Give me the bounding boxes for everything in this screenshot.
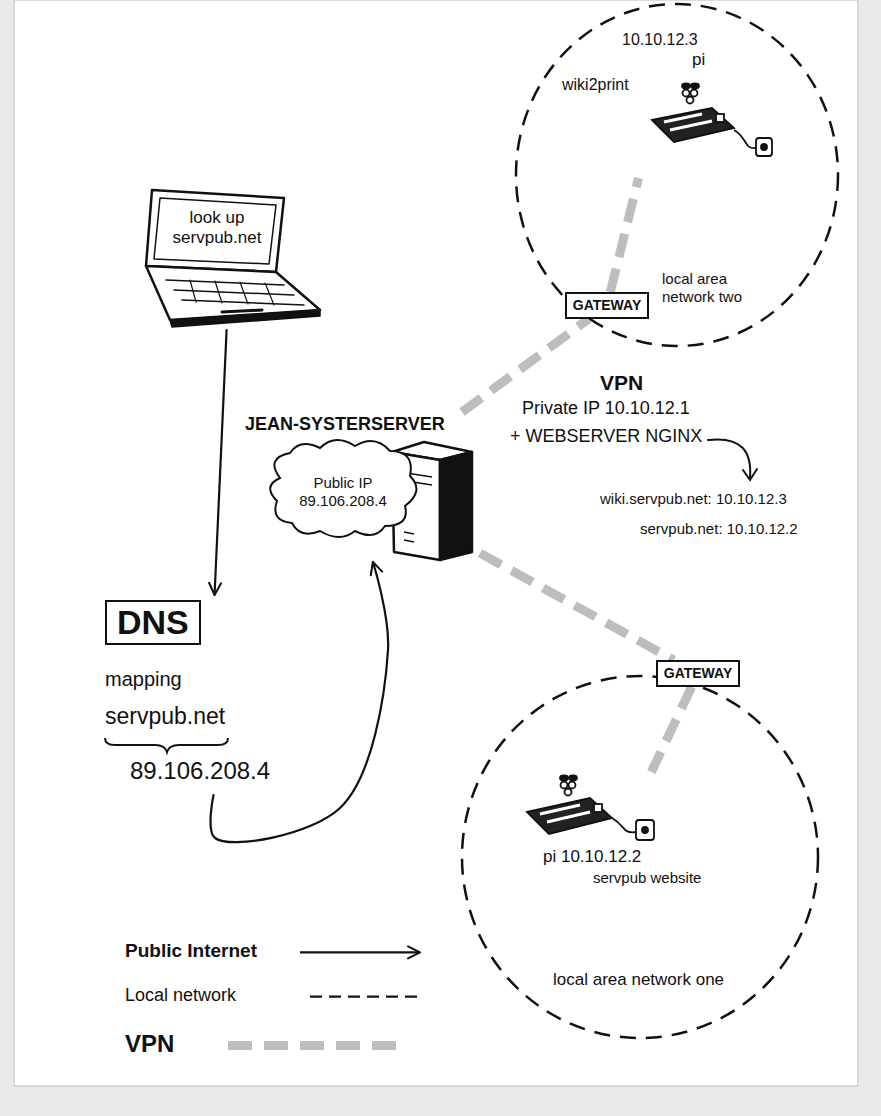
device-name: pi <box>692 50 705 70</box>
power-socket <box>636 820 654 840</box>
legend-sample <box>228 1041 400 1050</box>
logo-berry <box>561 782 568 789</box>
service-name: servpub website <box>593 869 701 887</box>
socket-hole <box>761 144 767 150</box>
laptop: look up servpub.net <box>140 180 320 330</box>
power-socket <box>756 138 772 156</box>
logo-berry <box>687 97 694 104</box>
board-port <box>594 804 602 812</box>
laptop-screen <box>146 190 284 272</box>
device-ip: pi 10.10.12.2 <box>543 847 641 867</box>
circuit-board <box>527 798 612 834</box>
tower-side <box>440 452 472 560</box>
note-label: Private IP 10.10.12.1 <box>522 398 690 420</box>
arrow-head <box>743 469 757 480</box>
dashed-boundary <box>516 4 838 346</box>
legend-sample <box>300 951 420 953</box>
screen-bezel <box>154 198 276 264</box>
logo-leaf <box>691 84 699 89</box>
logo-leaf <box>560 776 568 781</box>
lan-circle: local area network two 10.10.12.3pi wiki2p… <box>512 0 842 350</box>
dns-caption: mapping <box>105 667 182 691</box>
lan-name: local area network one <box>553 970 724 990</box>
gateway-label: GATEWAY <box>664 665 732 682</box>
public-ip: Public IP 89.106.208.4 <box>288 474 398 510</box>
screen-text: look up servpub.net <box>162 208 272 249</box>
vpn-link <box>480 553 674 660</box>
lan-name: local area network two <box>662 270 777 306</box>
logo-berry <box>691 90 698 97</box>
board-port <box>716 114 724 122</box>
laptop-drawing <box>146 190 320 327</box>
paper-sheet <box>14 0 858 1086</box>
legend-text: Public Internet <box>125 940 257 963</box>
gateway-box: GATEWAY <box>656 660 740 687</box>
pi-board-drawing <box>652 84 772 157</box>
lan-circle: local area network oneGATEWAYpi 10.10.12… <box>458 672 822 1042</box>
gateway-box: GATEWAY <box>565 292 649 319</box>
vpn-link <box>610 178 638 292</box>
laptop-edge <box>170 310 320 327</box>
connectors <box>211 178 692 842</box>
brace <box>105 738 228 752</box>
pi-board-drawing <box>527 776 654 841</box>
note-label: VPN <box>600 370 643 395</box>
vpn-link <box>651 687 691 772</box>
domain-name: servpub.net <box>105 703 225 731</box>
keyboard-keys <box>190 280 274 305</box>
dashed-boundary <box>462 676 818 1038</box>
socket-hole <box>642 827 648 833</box>
power-cable <box>612 818 636 832</box>
raspberry-pi: pi 10.10.12.2 servpub website <box>513 772 733 892</box>
logo-berry <box>569 782 576 789</box>
dns-block: DNS mapping servpub.net 89.106.208.4 <box>100 595 320 795</box>
service-name: wiki2print <box>562 75 629 94</box>
legend-sample <box>310 996 420 998</box>
note-label: + WEBSERVER NGINX <box>510 426 702 448</box>
logo-leaf <box>682 84 690 89</box>
internet-arrow <box>215 330 227 595</box>
logo-leaf <box>569 776 577 781</box>
server: JEAN-SYSTERSERVER Public IP 89.106.208.4 <box>240 412 480 562</box>
gateway-label: GATEWAY <box>573 297 641 314</box>
board-parts <box>664 114 712 130</box>
legend-text: Local network <box>125 985 236 1007</box>
raspberry-pi: 10.10.12.3pi wiki2print <box>557 28 757 178</box>
note-label: wiki.servpub.net: 10.10.12.3 <box>600 490 787 508</box>
webserver-arrow <box>708 439 757 480</box>
logo-berry <box>565 789 572 796</box>
power-cable <box>734 130 756 148</box>
ip-address: 89.106.208.4 <box>130 757 270 786</box>
logo-berry <box>683 90 690 97</box>
ip-address: 10.10.12.3 <box>622 30 698 49</box>
internet-arrow <box>211 562 389 842</box>
board-parts <box>540 805 590 822</box>
keyboard-rows <box>166 280 304 305</box>
server-name: JEAN-SYSTERSERVER <box>245 414 445 436</box>
ip-cloud <box>270 440 416 537</box>
note-label: servpub.net: 10.10.12.2 <box>640 520 798 538</box>
legend-text: VPN <box>125 1030 174 1059</box>
dns-box: DNS <box>105 600 201 645</box>
legend-samples <box>228 952 420 1045</box>
circuit-board <box>652 108 734 142</box>
trackpad <box>222 310 262 312</box>
